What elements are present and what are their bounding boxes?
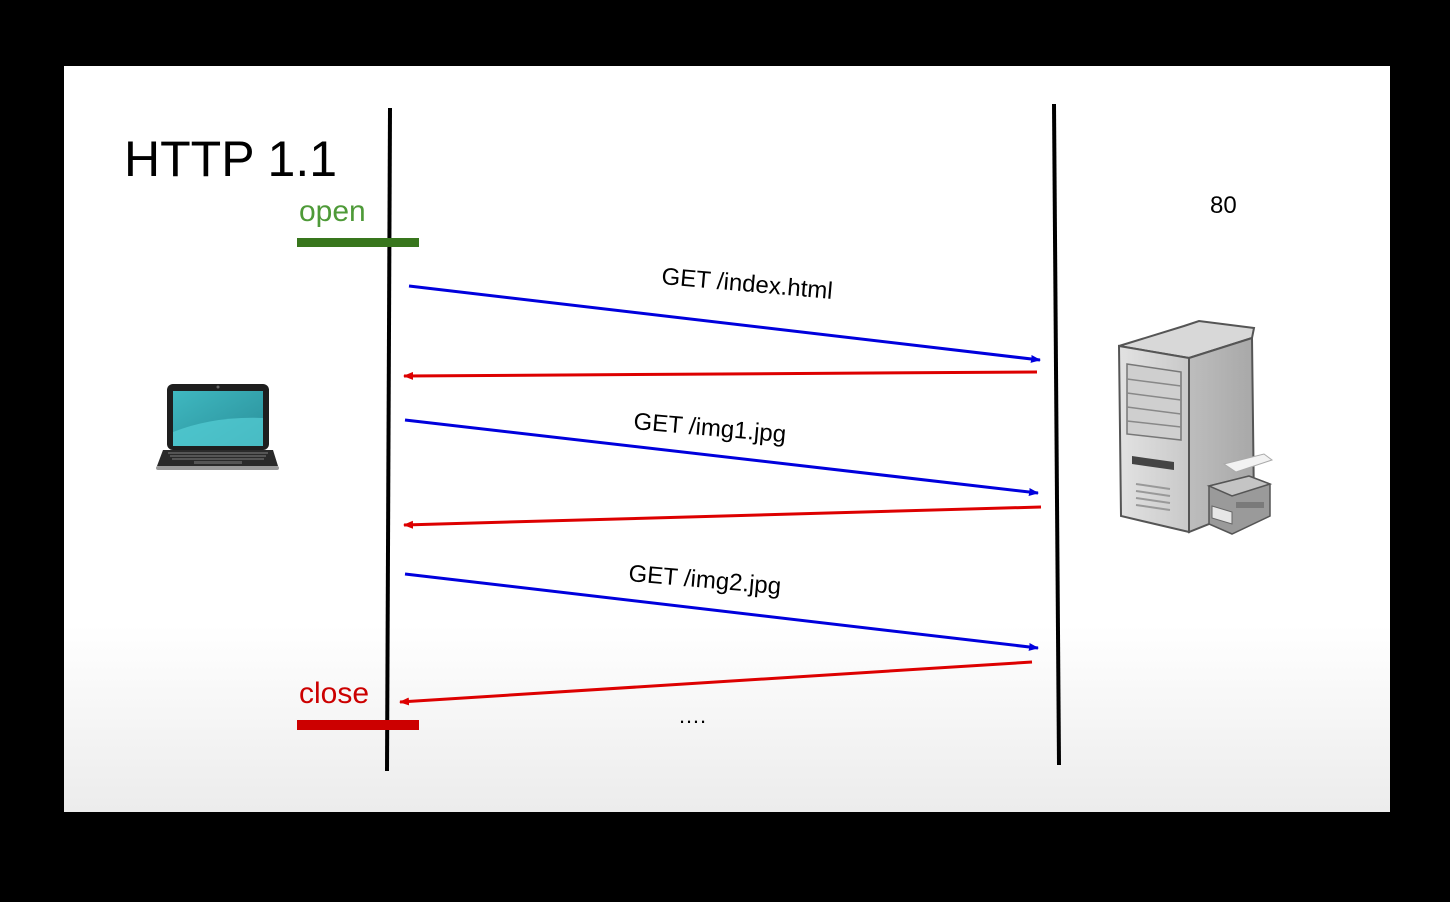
sequence-diagram: HTTP 1.1 open close 80 GET /index.html G… (124, 103, 1274, 772)
request-arrow-img1 (404, 418, 1039, 496)
slide: HTTP 1.1 open close 80 GET /index.html G… (64, 66, 1390, 812)
diagram-title: HTTP 1.1 (124, 131, 337, 187)
close-bar (297, 720, 419, 730)
response-arrow-index (403, 370, 1038, 380)
request-label-img2: GET /img2.jpg (627, 560, 782, 600)
client-lifeline (385, 107, 392, 772)
request-arrow-img2 (404, 572, 1039, 651)
request-label-index: GET /index.html (660, 263, 833, 305)
response-arrow-img2 (399, 660, 1033, 706)
request-arrow-index (408, 284, 1041, 363)
open-bar (297, 238, 419, 247)
open-label: open (299, 195, 366, 228)
close-label: close (299, 677, 369, 710)
server-lifeline (1052, 103, 1061, 766)
request-label-img1: GET /img1.jpg (632, 408, 787, 448)
server-tower-icon (1117, 319, 1274, 535)
response-arrow-img1 (403, 505, 1042, 529)
laptop-icon (156, 384, 279, 470)
port-label: 80 (1210, 192, 1237, 219)
continuation-ellipsis: …. (678, 703, 706, 728)
